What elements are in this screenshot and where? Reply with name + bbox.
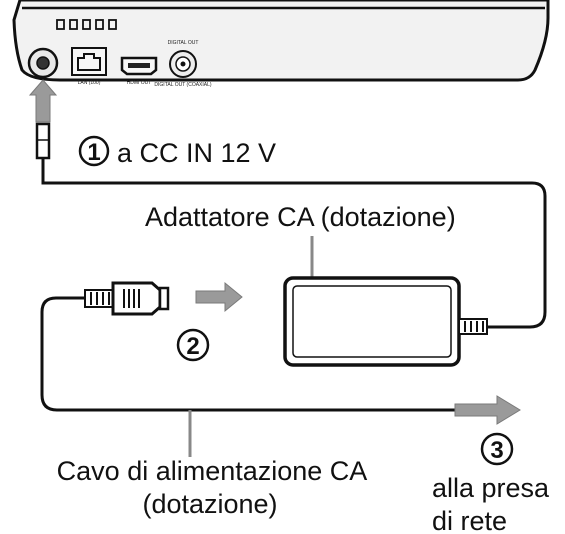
coaxial-port: DIGITAL OUT DIGITAL OUT (COAXIAL) [154, 40, 211, 88]
hdmi-port-label: HDMI OUT [127, 80, 152, 86]
lan-port-label: LAN (100) [78, 80, 101, 86]
step-3-label-line2: di rete [432, 506, 507, 534]
player-device: LAN (100) HDMI OUT DIGITAL OUT DIGITAL O… [12, 0, 550, 88]
step-3-label-line1: alla presa [432, 473, 550, 503]
power-cord-plug [84, 281, 170, 316]
cable-label-line1: Cavo di alimentazione CA [57, 456, 368, 486]
coaxial-port-label: DIGITAL OUT (COAXIAL) [154, 82, 211, 88]
vent-marks [56, 19, 117, 30]
lan-port: LAN (100) [71, 47, 107, 86]
plug-to-adapter-arrow [195, 281, 243, 313]
step-3: 3 alla presa di rete [432, 432, 550, 534]
dc-insert-arrow [28, 79, 58, 123]
adapter-strain-relief [458, 318, 488, 335]
to-outlet-arrow [454, 395, 521, 425]
cable-label-line2: (dotazione) [142, 489, 277, 519]
dc-in-port [27, 47, 59, 79]
dc-plug [28, 79, 58, 160]
step-1-badge [78, 135, 110, 167]
dc-cable [41, 158, 547, 329]
step-1-label: a CC IN 12 V [117, 138, 276, 168]
ac-adapter [283, 276, 488, 367]
step-2: 2 [176, 328, 210, 362]
step-2-number: 2 [186, 333, 199, 360]
step-1-number: 1 [87, 139, 100, 166]
step-3-badge [480, 432, 514, 466]
coaxial-top-label: DIGITAL OUT [168, 40, 199, 46]
adapter-label: Adattatore CA (dotazione) [145, 202, 456, 232]
step-1: 1 a CC IN 12 V [78, 135, 276, 168]
step-2-badge [176, 328, 210, 362]
ac-power-cord [40, 296, 455, 412]
step-3-number: 3 [490, 437, 503, 464]
hdmi-port: HDMI OUT [120, 56, 158, 86]
